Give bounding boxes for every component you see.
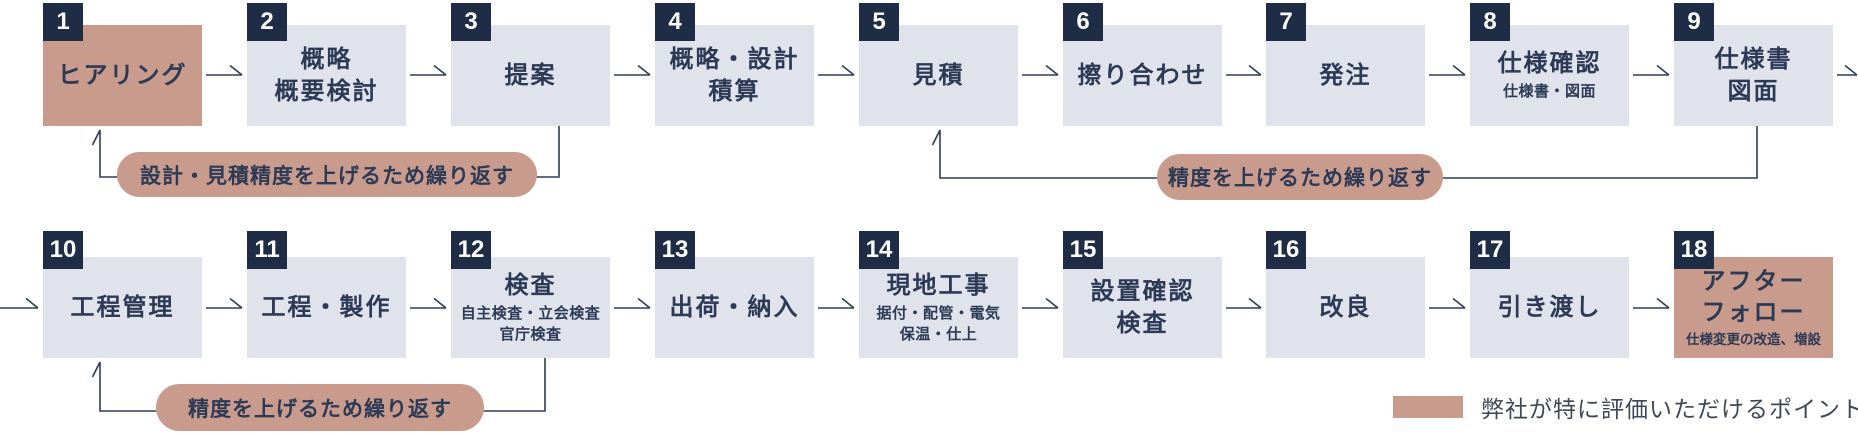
flow-arrow-row-entry <box>0 297 39 309</box>
legend-label: 弊社が特に評価いただけるポイント <box>1481 396 1858 422</box>
flow-arrow <box>1022 64 1059 76</box>
step-title: ヒアリング <box>57 61 188 89</box>
step-box-site-work: 14 現地工事 据付・配管・電気 保温・仕上 <box>859 231 1018 358</box>
step-number-badge: 17 <box>1470 231 1510 269</box>
flow-arrow-row-exit <box>1837 64 1858 76</box>
step-box-production: 11 工程・製作 <box>247 231 406 358</box>
step-box-alignment: 6 擦り合わせ <box>1063 3 1222 126</box>
legend: 弊社が特に評価いただけるポイント <box>1393 390 1858 424</box>
step-box-install-check: 15 設置確認 検査 <box>1063 231 1222 358</box>
step-title: 出荷・納入 <box>669 293 800 321</box>
loop-label-accuracy-row1: 精度を上げるため繰り返す <box>1157 154 1443 200</box>
step-title: 発注 <box>1319 61 1372 89</box>
flow-arrow <box>1429 297 1466 309</box>
step-box-spec-drawings: 9 仕様書 図面 <box>1674 3 1833 126</box>
step-title: 仕様確認 <box>1497 50 1602 78</box>
flow-arrow <box>1633 297 1670 309</box>
flow-arrow <box>1429 64 1466 76</box>
flow-arrow <box>410 297 447 309</box>
step-number-badge: 7 <box>1266 3 1306 41</box>
step-box-order: 7 発注 <box>1266 3 1425 126</box>
step-subtitle: 据付・配管・電気 保温・仕上 <box>876 305 1001 343</box>
step-title: 概略・設計 積算 <box>669 46 800 105</box>
loop-label-design-estimate: 設計・見積精度を上げるため繰り返す <box>117 152 537 197</box>
step-box-outline-design: 4 概略・設計 積算 <box>655 3 814 126</box>
step-box-shipping-delivery: 13 出荷・納入 <box>655 231 814 358</box>
loop-label-accuracy-row2: 精度を上げるため繰り返す <box>156 384 484 431</box>
step-number-badge: 6 <box>1063 3 1103 41</box>
step-box-outline-study: 2 概略 概要検討 <box>247 3 406 126</box>
step-number-badge: 11 <box>247 231 287 269</box>
step-subtitle: 自主検査・立会検査 官庁検査 <box>460 305 601 343</box>
step-number-badge: 8 <box>1470 3 1510 41</box>
step-box-improvement: 16 改良 <box>1266 231 1425 358</box>
step-title: 提案 <box>504 61 557 89</box>
flow-arrow <box>206 64 243 76</box>
step-number-badge: 9 <box>1674 3 1714 41</box>
step-box-estimate: 5 見積 <box>859 3 1018 126</box>
step-box-spec-check: 8 仕様確認 仕様書・図面 <box>1470 3 1629 126</box>
step-title: 改良 <box>1319 293 1372 321</box>
step-title: 現地工事 <box>886 272 991 300</box>
flow-arrow <box>1022 297 1059 309</box>
step-title: 設置確認 検査 <box>1090 278 1195 337</box>
step-box-proposal: 3 提案 <box>451 3 610 126</box>
step-title: 引き渡し <box>1497 293 1602 321</box>
step-number-badge: 16 <box>1266 231 1306 269</box>
step-number-badge: 1 <box>43 3 83 41</box>
step-title: 見積 <box>912 61 965 89</box>
flow-arrow <box>818 64 855 76</box>
step-box-inspection: 12 検査 自主検査・立会検査 官庁検査 <box>451 231 610 358</box>
flow-arrow <box>1226 64 1262 76</box>
step-title: 工程・製作 <box>261 293 392 321</box>
step-number-badge: 3 <box>451 3 491 41</box>
step-box-after-follow: 18 アフター フォロー 仕様変更の改造、増設 <box>1674 231 1833 358</box>
step-subtitle: 仕様書・図面 <box>1502 83 1596 101</box>
step-title: 工程管理 <box>70 293 175 321</box>
flow-arrow <box>206 297 243 309</box>
step-title: 検査 <box>504 272 557 300</box>
legend-highlight-swatch <box>1393 396 1463 418</box>
step-title: 擦り合わせ <box>1077 61 1208 89</box>
flow-arrow <box>410 64 447 76</box>
step-number-badge: 15 <box>1063 231 1103 269</box>
step-title: 概略 概要検討 <box>274 46 379 105</box>
flow-arrow <box>1633 64 1670 76</box>
step-box-schedule-mgmt: 10 工程管理 <box>43 231 202 358</box>
flow-arrow <box>818 297 855 309</box>
step-title: アフター フォロー <box>1701 267 1806 326</box>
step-number-badge: 18 <box>1674 231 1714 269</box>
step-number-badge: 4 <box>655 3 695 41</box>
flow-arrow <box>614 64 651 76</box>
step-box-handover: 17 引き渡し <box>1470 231 1629 358</box>
step-number-badge: 14 <box>859 231 899 269</box>
flow-arrow <box>614 297 651 309</box>
step-box-hearing: 1 ヒアリング <box>43 3 202 126</box>
step-number-badge: 12 <box>451 231 491 269</box>
step-number-badge: 10 <box>43 231 83 269</box>
step-title: 仕様書 図面 <box>1714 46 1793 105</box>
step-subtitle: 仕様変更の改造、増設 <box>1686 332 1821 348</box>
step-number-badge: 5 <box>859 3 899 41</box>
step-number-badge: 2 <box>247 3 287 41</box>
step-number-badge: 13 <box>655 231 695 269</box>
flow-arrow <box>1226 297 1262 309</box>
